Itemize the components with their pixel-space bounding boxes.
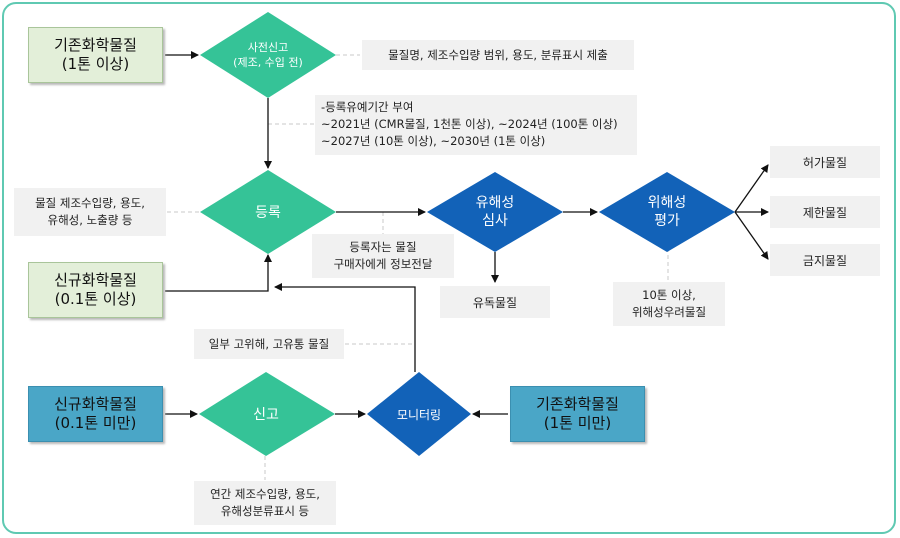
result-prohibited-substance: 금지물질 xyxy=(770,244,880,276)
diamond-pre-report xyxy=(200,12,336,98)
diamond-monitoring xyxy=(367,372,471,456)
registration-label: 등록 xyxy=(255,205,281,221)
result-permitted-substance: 허가물질 xyxy=(770,146,880,178)
annual-report-note: 연간 제조수입량, 용도, 유해성분류표시 등 xyxy=(194,481,336,525)
diamond-hazard-review xyxy=(427,172,563,252)
pre-report-submission-note: 물질명, 제조수입량 범위, 용도, 분류표시 제출 xyxy=(362,40,634,70)
arrow-new-to-registration xyxy=(165,254,272,292)
arrow-assessment-to-prohibited xyxy=(734,211,769,260)
report-label: 신고 xyxy=(253,407,279,423)
arrow-monitoring-to-registration xyxy=(274,283,416,372)
result-restricted-substance: 제한물질 xyxy=(770,196,880,228)
registration-items-note: 물질 제조수입량, 용도, 유해성, 노출량 등 xyxy=(14,188,166,236)
high-risk-substances-note: 일부 고위해, 고유통 물질 xyxy=(194,329,344,359)
diamond-report xyxy=(199,372,335,456)
monitoring-label: 모니터링 xyxy=(396,407,442,422)
new-chemical-0-1t-over-box: 신규화학물질 (0.1톤 이상) xyxy=(28,262,163,318)
diamond-risk-assessment xyxy=(599,172,735,252)
info-transfer-note: 등록자는 물질 구매자에게 정보전달 xyxy=(312,234,454,278)
risk-assessment-label: 위해성 평가 xyxy=(647,195,687,229)
existing-chemical-1t-over-box: 기존화학물질 (1톤 이상) xyxy=(28,27,163,83)
arrow-assessment-to-permitted xyxy=(734,164,769,213)
grace-period-note: -등록유예기간 부여 ~2021년 (CMR물질, 1천톤 이상), ~2024… xyxy=(315,95,637,155)
pre-report-label: 사전신고 (제조, 수입 전) xyxy=(233,41,303,69)
risk-threshold-note: 10톤 이상, 위해성우려물질 xyxy=(613,282,725,326)
result-toxic-substance: 유독물질 xyxy=(440,286,550,318)
diamond-registration xyxy=(200,170,336,254)
hazard-review-label: 유해성 심사 xyxy=(475,195,515,229)
existing-chemical-1t-under-box: 기존화학물질 (1톤 미만) xyxy=(510,386,645,442)
new-chemical-0-1t-under-box: 신규화학물질 (0.1톤 미만) xyxy=(28,386,163,442)
